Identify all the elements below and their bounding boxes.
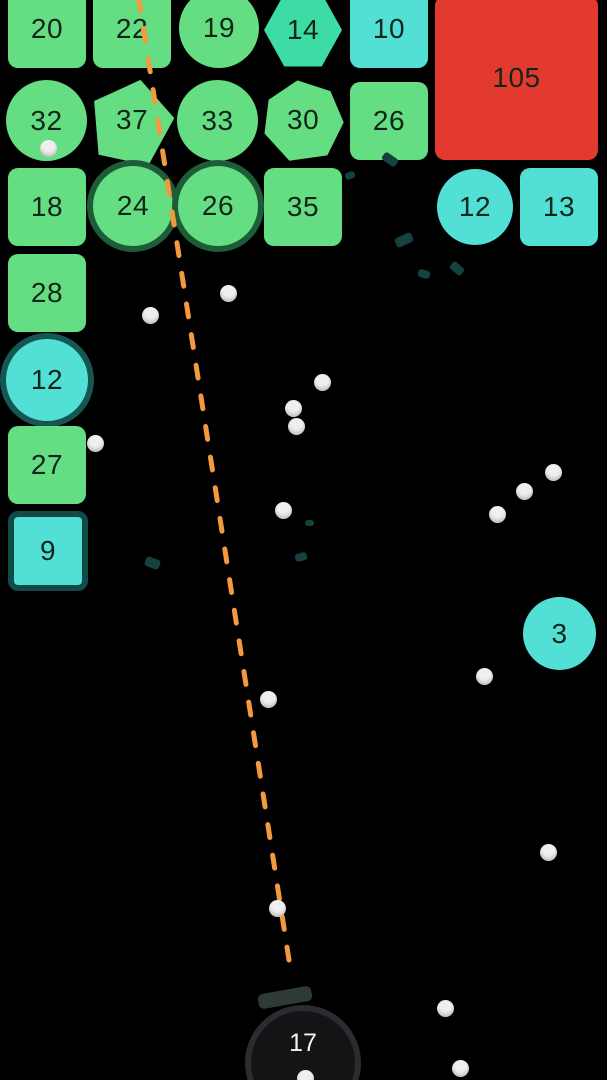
- block-heptagon-30: 30: [258, 75, 348, 165]
- ball: [274, 501, 292, 519]
- block-value: 14: [286, 14, 320, 45]
- block-square-10: 10: [350, 0, 428, 68]
- block-square-9: 9: [8, 511, 88, 591]
- ball: [475, 667, 493, 685]
- block-value: 105: [492, 62, 541, 93]
- launcher-ball-count: 17: [289, 1029, 317, 1057]
- block-square-20: 20: [8, 0, 86, 68]
- block-square-13: 13: [520, 168, 598, 246]
- block-value: 22: [115, 13, 149, 44]
- block-value: 26: [201, 190, 235, 221]
- block-value: 27: [30, 449, 64, 480]
- block-square-18: 18: [8, 168, 86, 246]
- ball: [451, 1059, 469, 1077]
- block-circle-12: 12: [6, 339, 88, 421]
- block-circle-19: 19: [179, 0, 259, 68]
- block-value: 33: [201, 104, 234, 136]
- block-value: 18: [30, 191, 64, 222]
- block-value: 19: [202, 12, 236, 43]
- block-circle-26: 26: [178, 166, 258, 246]
- block-value: 12: [458, 191, 492, 222]
- block-circle-12: 12: [437, 169, 513, 245]
- block-value: 35: [286, 191, 320, 222]
- ball: [259, 690, 277, 708]
- block-square-27: 27: [8, 426, 86, 504]
- block-value: 12: [30, 364, 64, 395]
- ball-launcher[interactable]: 17: [245, 1005, 361, 1080]
- debris-fragment: [143, 555, 162, 571]
- block-square-105: 105: [435, 0, 598, 160]
- block-value: 26: [372, 105, 406, 136]
- block-value: 30: [286, 104, 320, 135]
- ball: [296, 1069, 314, 1080]
- ball: [313, 373, 331, 391]
- block-square-26: 26: [350, 82, 428, 160]
- block-circle-33: 33: [177, 80, 258, 161]
- block-square-28: 28: [8, 254, 86, 332]
- ball: [287, 417, 305, 435]
- block-value: 10: [372, 13, 406, 44]
- block-value: 37: [115, 104, 149, 135]
- block-value: 32: [30, 104, 63, 136]
- block-circle-24: 24: [93, 166, 173, 246]
- debris-fragment: [305, 520, 314, 526]
- ball: [284, 399, 302, 417]
- ball: [436, 999, 454, 1017]
- block-circle-3: 3: [523, 597, 596, 670]
- block-square-35: 35: [264, 168, 342, 246]
- debris-fragment: [344, 170, 356, 181]
- block-value: 3: [551, 617, 568, 649]
- block-value: 20: [30, 13, 64, 44]
- debris-fragment: [294, 551, 308, 563]
- block-hexagon-14: 14: [264, 0, 342, 67]
- debris-fragment: [393, 231, 415, 249]
- block-value: 28: [30, 277, 64, 308]
- ball: [219, 284, 237, 302]
- ball: [515, 482, 533, 500]
- block-pentagon-37: 37: [83, 71, 180, 168]
- debris-fragment: [417, 268, 431, 280]
- ball: [268, 899, 286, 917]
- ball: [86, 434, 104, 452]
- ball: [39, 139, 57, 157]
- ball: [539, 843, 557, 861]
- block-value: 24: [116, 190, 150, 221]
- block-value: 9: [39, 535, 57, 566]
- block-square-22: 22: [93, 0, 171, 68]
- debris-fragment: [448, 260, 466, 277]
- block-value: 13: [542, 191, 576, 222]
- ball: [544, 463, 562, 481]
- ball: [488, 505, 506, 523]
- ball: [141, 306, 159, 324]
